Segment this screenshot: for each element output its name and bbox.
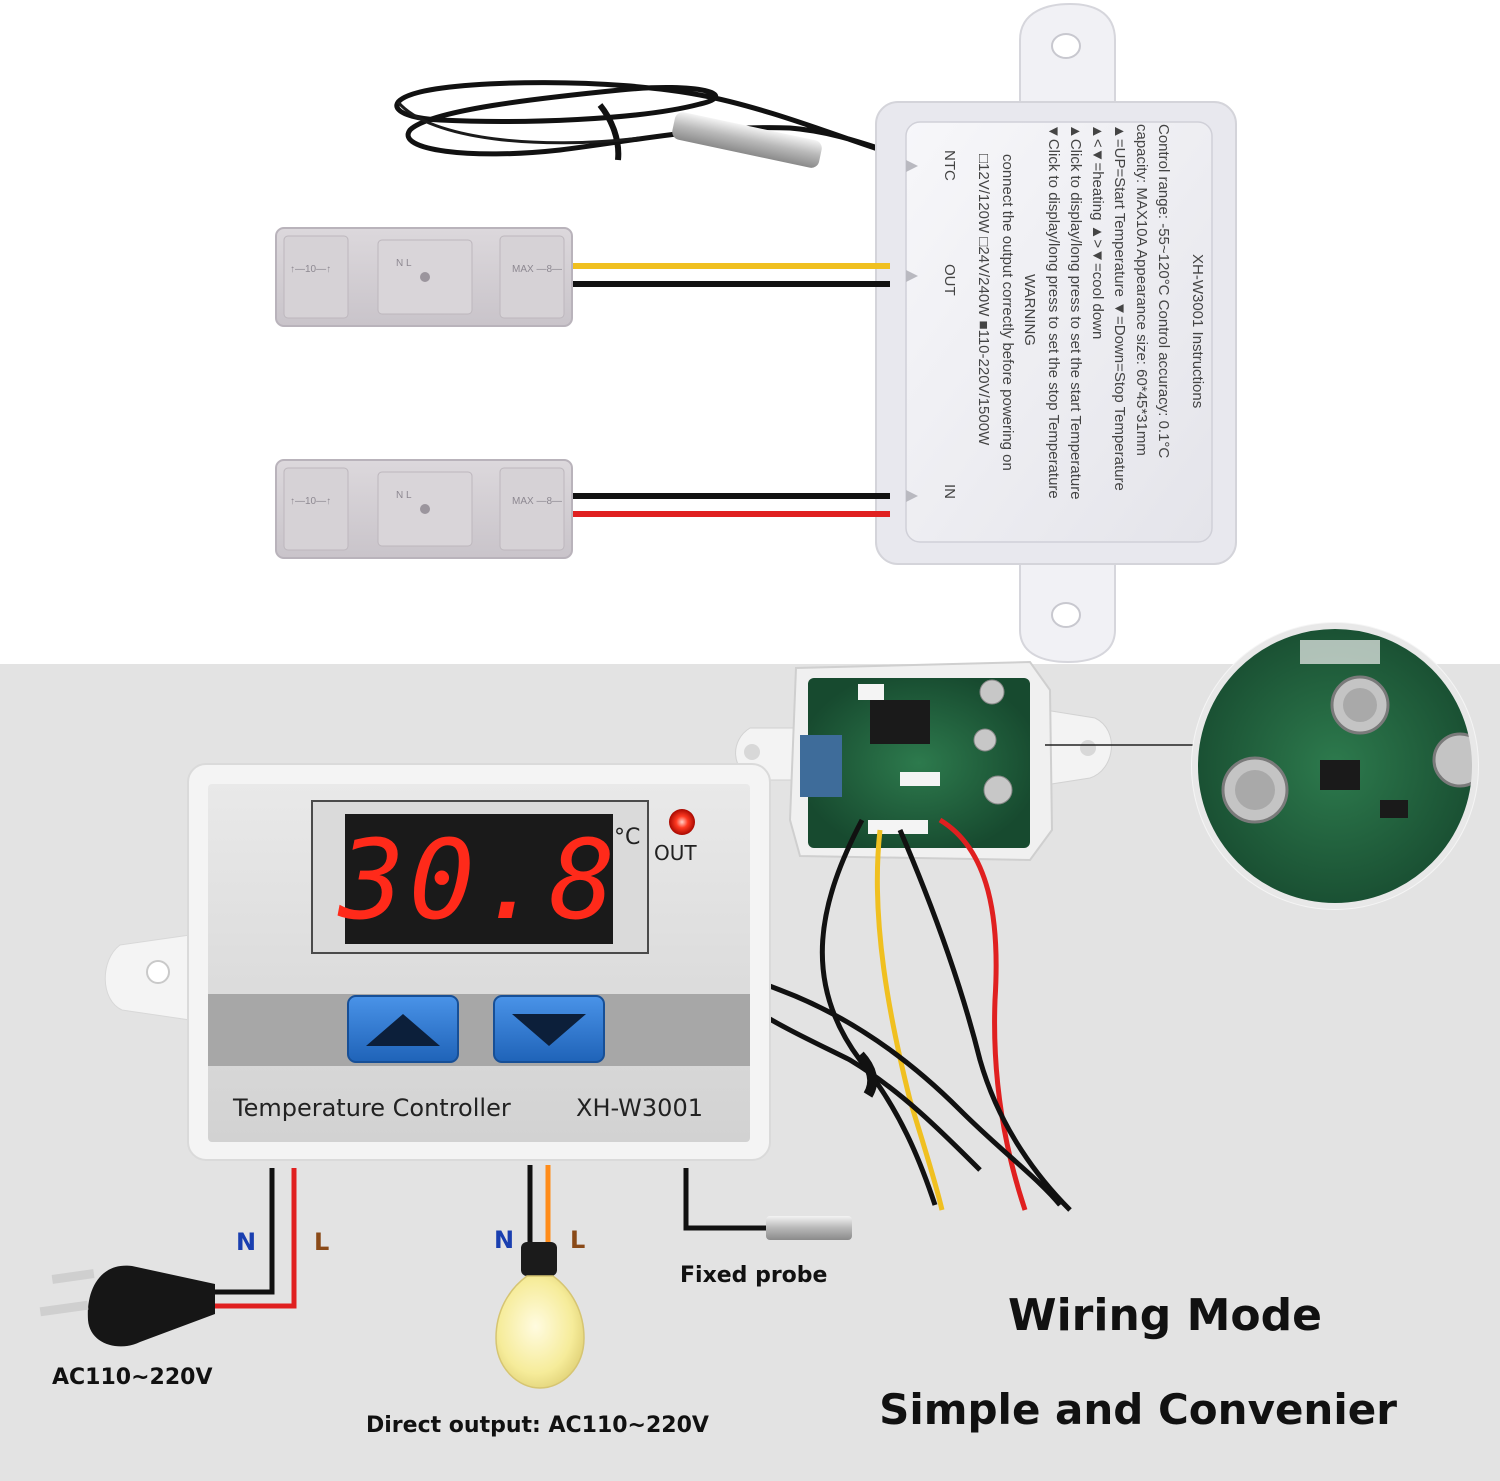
bulb-socket: [521, 1242, 557, 1276]
warning-heading: WARNING: [1021, 274, 1038, 346]
pcb-zoom-callout: [1045, 622, 1479, 910]
module-top-view: XH-W3001 Instructions Control range: -55…: [275, 2, 1237, 664]
up-arrow-icon: [366, 1014, 440, 1046]
instruction-label: [905, 121, 1213, 543]
instruction-line: ▲=UP=Start Temperature ▼=Down=Stop Tempe…: [1111, 124, 1128, 491]
controller-name: Temperature Controller: [232, 1094, 511, 1122]
button-strip: [208, 994, 750, 1066]
probe-cable: [394, 80, 911, 161]
probe-label: Fixed probe: [680, 1263, 827, 1288]
input-n-label: N: [236, 1228, 256, 1256]
headline-line1: Wiring Mode: [1008, 1290, 1322, 1341]
output-load-wiring: N L Direct output: AC110~220V: [366, 1165, 709, 1438]
out-indicator-label: OUT: [654, 841, 697, 865]
output-l-label: L: [570, 1226, 585, 1254]
led-display: [345, 814, 613, 944]
voltage-options: □12V/120W □24V/240W ■110-220V/1500W: [975, 154, 992, 446]
controller-model: XH-W3001: [576, 1094, 703, 1122]
instruction-line: ▼Click to display/long press to set the …: [1045, 124, 1062, 499]
wire-connector-in: ↑—10—↑ N L MAX —8—: [275, 459, 573, 559]
instruction-text: XH-W3001 Instructions Control range: -55…: [941, 124, 1206, 500]
connector-mark: ↑—10—↑: [290, 264, 331, 275]
temperature-probe: [672, 112, 822, 168]
connector-mark: MAX —8—: [512, 496, 562, 507]
instruction-line: ▲Click to display/long press to set the …: [1067, 124, 1084, 500]
output-n-label: N: [494, 1226, 514, 1254]
port-out-label: OUT: [941, 264, 958, 296]
cable-tie: [597, 103, 622, 161]
output-label: Direct output: AC110~220V: [366, 1413, 709, 1438]
down-button[interactable]: [493, 995, 605, 1063]
connector-mark: MAX —8—: [512, 264, 562, 275]
port-ntc-label: NTC: [941, 150, 958, 181]
connector-mark: N L: [396, 490, 412, 501]
up-button[interactable]: [347, 995, 459, 1063]
instruction-line: ▲<▼=heating ▲>▼=cool down: [1089, 124, 1106, 339]
instruction-line: Control range: -55~120°C Control accurac…: [1155, 124, 1172, 458]
mount-hole-top: [1051, 33, 1081, 59]
headline-line2: Simple and Convenier: [879, 1385, 1397, 1434]
temperature-controller: 30.8 °C OUT Temperature Controller XH-W3…: [104, 763, 771, 1161]
out-indicator-led: [669, 809, 695, 835]
instruction-title: XH-W3001 Instructions: [1189, 254, 1206, 408]
wire-connector-out: ↑—10—↑ N L MAX —8—: [275, 227, 573, 327]
power-label: AC110~220V: [52, 1365, 212, 1390]
input-power-wiring: N L AC110~220V: [39, 1168, 329, 1390]
down-arrow-icon: [512, 1014, 586, 1046]
input-l-label: L: [314, 1228, 329, 1256]
controller-wire-bundle: [681, 817, 1072, 1212]
fixed-probe-wiring: Fixed probe: [680, 1168, 852, 1288]
mount-hole-bottom: [1051, 602, 1081, 628]
open-module-pcb: [735, 660, 1112, 862]
light-bulb-icon: [495, 1275, 585, 1389]
connector-mark: ↑—10—↑: [290, 496, 331, 507]
connector-mark: N L: [396, 258, 412, 269]
instruction-line: capacity: MAX10A Appearance size: 60*45*…: [1133, 124, 1150, 456]
temperature-readout: 30.8: [338, 816, 620, 944]
port-in-label: IN: [941, 484, 958, 499]
warning-text: connect the output correctly before powe…: [999, 154, 1016, 471]
plug-icon: [87, 1265, 215, 1347]
probe-sensor-icon: [766, 1216, 852, 1240]
unit-celsius: °C: [614, 825, 640, 850]
